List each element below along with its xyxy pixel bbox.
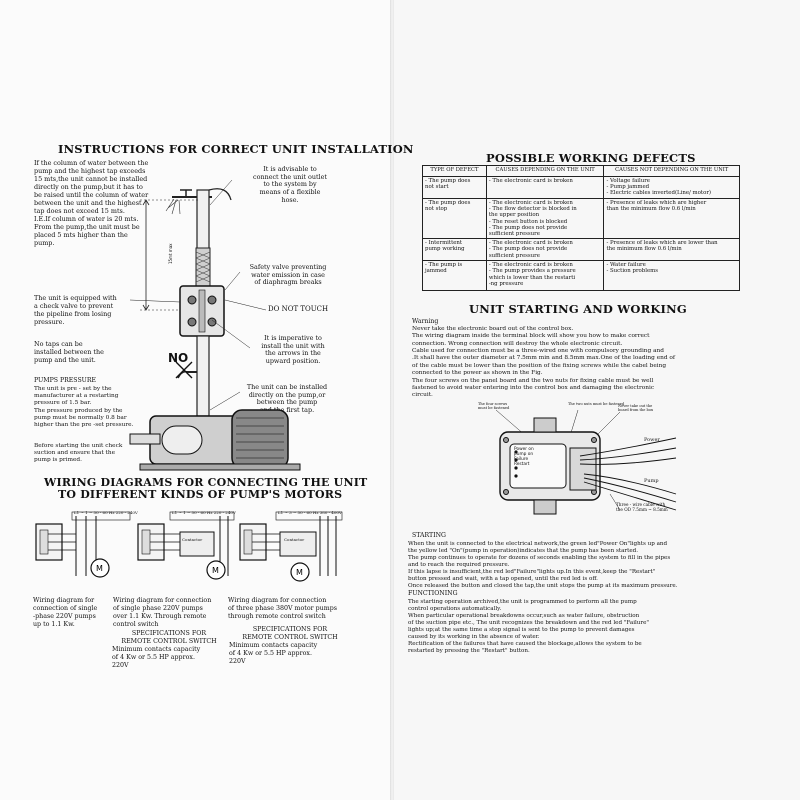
- spec-text-1: Minimum contacts capacity of 4 Kw or 5.5…: [112, 646, 201, 669]
- board-label: Never take out the board from the box: [618, 404, 654, 413]
- no-label: NO: [168, 351, 189, 365]
- warning-label: Warning: [412, 318, 439, 325]
- column-water-text: If the column of water between the pump …: [34, 159, 149, 247]
- diagram-header-3: L1 ~ 3 ~ 50 - 60 Hz 380 - 400V: [278, 510, 342, 515]
- installation-illustration: 15mt max: [129, 179, 301, 471]
- table-cell: - The electronic card is broken - The pu…: [485, 238, 605, 262]
- table-cell: - Intermittent pump working: [422, 238, 487, 262]
- wiring-title-1: WIRING DIAGRAMS FOR CONNECTING THE UNIT: [44, 476, 368, 489]
- functioning-text: The starting operation archived,the unit…: [408, 599, 649, 654]
- left-page: [0, 0, 392, 800]
- starting-text: When the unit is connected to the electr…: [408, 541, 678, 589]
- imperative-text: It is imperative to install the unit wit…: [261, 334, 325, 366]
- wiring-title-2: TO DIFFERENT KINDS OF PUMP'S MOTORS: [58, 488, 343, 501]
- contactor-label-2: Contactor: [284, 537, 305, 542]
- table-cell: - The pump does not start: [422, 176, 487, 199]
- safety-valve-text: Safety valve preventing water emission i…: [249, 263, 327, 287]
- before-starting-text: Before starting the unit check suction a…: [34, 443, 123, 464]
- do-not-touch-label: DO NOT TOUCH: [268, 305, 329, 313]
- table-cell: - The electronic card is broken - The pu…: [485, 260, 605, 292]
- pump-label: Pump: [644, 478, 659, 484]
- table-header-cell: TYPE OF DEFECT: [422, 165, 487, 177]
- table-cell: - Voltage failure - Pump jammed - Electr…: [603, 176, 740, 199]
- page-fold: [390, 0, 394, 800]
- defects-table: TYPE OF DEFECT CAUSES DEPENDING ON THE U…: [422, 165, 740, 292]
- table-header-cell: CAUSES NOT DEPENDING ON THE UNIT: [603, 165, 740, 177]
- installed-text: The unit can be installed directly on th…: [246, 383, 328, 415]
- spec-text-2: Minimum contacts capacity of 4 Kw or 5.5…: [229, 642, 318, 665]
- four-screws-label: The four screws must be fastened: [478, 402, 510, 411]
- wiring-caption-3: Wiring diagram for connection of three p…: [228, 597, 337, 620]
- table-row: - The pump does not start - The electron…: [422, 176, 740, 199]
- motor-label-3: M: [296, 568, 303, 577]
- installation-title: INSTRUCTIONS FOR CORRECT UNIT INSTALLATI…: [58, 142, 414, 156]
- table-row: - The pump is jammed - The electronic ca…: [422, 260, 740, 292]
- check-valve-text: The unit is equipped with a check valve …: [34, 294, 117, 326]
- cable-label: Three - wire cable with the OD 7.5mm ~ 8…: [616, 502, 668, 513]
- advisable-text: It is advisable to connect the unit outl…: [253, 165, 327, 204]
- control-box-figure: [495, 409, 677, 515]
- control-panel-text: Power on pump on Failure Restart: [514, 447, 534, 467]
- table-cell: - Water failure - Suction problems: [603, 260, 740, 292]
- table-cell: - The pump is jammed: [422, 260, 487, 292]
- functioning-label: FUNCTIONING: [408, 590, 458, 597]
- wiring-caption-1: Wiring diagram for connection of single …: [33, 597, 98, 628]
- motor-label-2: M: [212, 566, 219, 575]
- right-page: [392, 0, 800, 800]
- pumps-pressure-text: The unit is pre - set by the manufacture…: [34, 386, 134, 429]
- table-cell: - The electronic card is broken: [485, 176, 605, 199]
- no-taps-text: No taps can be installed between the pum…: [34, 340, 104, 364]
- wiring-diagrams: M M M: [35, 511, 343, 582]
- two-nuts-label: The two nuts must be fastened: [568, 402, 625, 406]
- table-cell: - Presence of leaks which are higher tha…: [603, 197, 740, 240]
- table-row: - The pump does not stop - The electroni…: [422, 197, 740, 240]
- wiring-caption-2: Wiring diagram for connection of single …: [113, 597, 212, 628]
- spec-title-1: SPECIFICATIONS FOR REMOTE CONTROL SWITCH: [121, 630, 217, 645]
- table-header-cell: CAUSES DEPENDING ON THE UNIT: [485, 165, 605, 177]
- table-cell: - The pump does not stop: [422, 197, 487, 240]
- starting-working-title: UNIT STARTING AND WORKING: [469, 302, 687, 316]
- height-label: 15mt max: [168, 243, 173, 264]
- diagram-header-2: L1 ~ 1 ~ 50 - 60 Hz 220 - 240V: [172, 510, 236, 515]
- table-cell: - Presence of leaks which are lower than…: [603, 238, 740, 262]
- warning-text: Never take the electronic board out of t…: [412, 326, 676, 399]
- motor-label-1: M: [96, 564, 103, 573]
- table-cell: - The electronic card is broken - The fl…: [485, 197, 605, 240]
- diagram-header-1: L1 ~ 1 ~ 50 - 60 Hz 220 - 240V: [74, 510, 138, 515]
- wiring-diagram-3: M: [239, 511, 343, 582]
- power-label: Power: [644, 437, 660, 443]
- table-header-row: TYPE OF DEFECT CAUSES DEPENDING ON THE U…: [422, 165, 740, 177]
- pumps-pressure-title: PUMPS PRESSURE: [34, 377, 97, 384]
- wiring-diagram-1: M: [35, 511, 131, 578]
- contactor-label-1: Contactor: [182, 537, 203, 542]
- spec-title-2: SPECIFICATIONS FOR REMOTE CONTROL SWITCH: [242, 626, 338, 641]
- starting-label: STARTING: [412, 532, 446, 539]
- table-row: - Intermittent pump working - The electr…: [422, 238, 740, 262]
- defects-title: POSSIBLE WORKING DEFECTS: [486, 151, 696, 165]
- wiring-diagram-2: M: [137, 511, 235, 580]
